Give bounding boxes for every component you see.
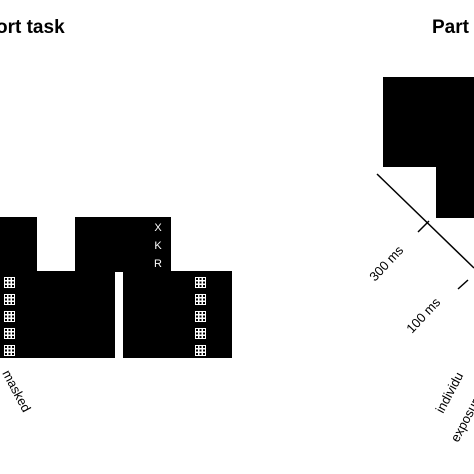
- letter-array-screen: [75, 217, 171, 272]
- timeline-axis: [376, 173, 474, 269]
- timeline-tick-300: [417, 220, 430, 233]
- timeline-tick-100: [457, 279, 469, 290]
- letter-x: X: [154, 222, 162, 234]
- right-mask-cell: [195, 294, 206, 305]
- left-mask-cell: [4, 328, 15, 339]
- mask-column-left: [4, 277, 15, 356]
- fixation-screen: [0, 217, 37, 271]
- right-screen-front: [436, 123, 474, 218]
- mask-column-right: [195, 277, 206, 356]
- left-panel-title: ort task: [0, 17, 65, 38]
- duration-label-100: 100 ms: [403, 294, 443, 336]
- masked-screen-right: [123, 271, 232, 358]
- letter-r: R: [154, 258, 162, 270]
- right-mask-cell: [195, 277, 206, 288]
- duration-label-300: 300 ms: [366, 242, 406, 284]
- left-mask-cell: [4, 345, 15, 356]
- individual-label: individu: [432, 369, 466, 415]
- left-mask-cell: [4, 277, 15, 288]
- left-mask-cell: [4, 294, 15, 305]
- masked-label: masked: [0, 367, 34, 414]
- left-mask-cell: [4, 311, 15, 322]
- right-mask-cell: [195, 328, 206, 339]
- masked-screen-left: [0, 271, 115, 358]
- letter-column: X K R: [154, 222, 162, 270]
- right-mask-cell: [195, 311, 206, 322]
- right-panel-title: Part: [432, 17, 470, 38]
- right-mask-cell: [195, 345, 206, 356]
- letter-k: K: [154, 240, 162, 252]
